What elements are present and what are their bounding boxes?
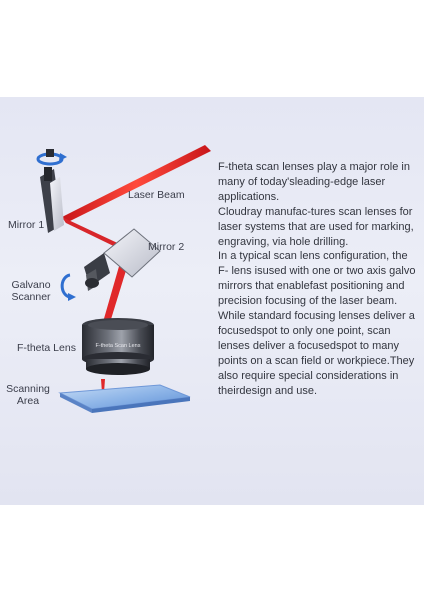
mirror-1: [40, 167, 64, 233]
diagram-panel: [0, 97, 424, 505]
description-text: F-theta scan lenses play a major role in…: [218, 160, 418, 399]
galvano-scanner: [84, 253, 110, 291]
scanning-area: [58, 384, 191, 413]
rotation-arrow-icon: [60, 273, 76, 301]
label-mirror-1: Mirror 1: [8, 219, 45, 231]
f-theta-lens: F-theta Scan Lens: [82, 318, 154, 375]
label-laser-beam: Laser Beam: [128, 189, 185, 201]
label-scanning-line1: Scanning: [6, 383, 50, 395]
rotation-arrow-icon: [36, 149, 67, 166]
description-paragraph-4: While standard focusing lenses deliver a…: [218, 310, 415, 397]
label-galvano-line1: Galvano: [11, 279, 51, 291]
label-mirror-2: Mirror 2: [148, 241, 185, 253]
mirror-2: [103, 228, 161, 278]
description-paragraph-3: In a typical scan lens configuration, th…: [218, 250, 416, 308]
description-paragraph-1: F-theta scan lenses play a major role in…: [218, 161, 410, 203]
lens-engraving: F-theta Scan Lens: [96, 343, 141, 349]
label-f-theta-lens: F-theta Lens: [17, 342, 76, 354]
laser-scanner-diagram: F-theta Scan Lens: [36, 145, 211, 413]
label-scanning-line2: Area: [16, 395, 40, 407]
description-paragraph-2: Cloudray manufac-tures scan lenses for l…: [218, 205, 414, 248]
label-galvano-line2: Scanner: [11, 291, 51, 303]
label-galvano-scanner: Galvano Scanner: [8, 279, 54, 303]
label-scanning-area: Scanning Area: [4, 383, 52, 407]
